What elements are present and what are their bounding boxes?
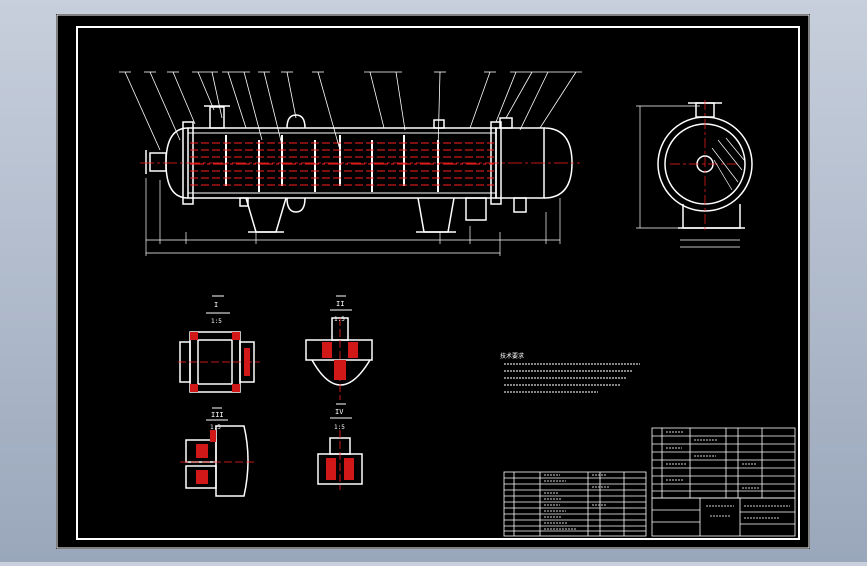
- detail-III-scale: 1:5: [210, 424, 221, 431]
- technical-notes-title: 技术要求: [500, 352, 524, 360]
- outer-border: [56, 14, 810, 549]
- top-nozzle-1: [209, 106, 225, 129]
- detail-III: [180, 407, 256, 497]
- parts-list-lower-text: [544, 474, 610, 530]
- inner-border: [76, 26, 800, 540]
- detail-IV-hatch: [326, 458, 354, 480]
- detail-III-mark: III: [211, 411, 224, 419]
- detail-IV-mark: IV: [335, 408, 344, 416]
- detail-I-mark: I: [214, 301, 218, 309]
- end-view-dims: [636, 105, 740, 248]
- part-leaders: [124, 71, 577, 151]
- detail-II-scale: 1:5: [334, 316, 345, 323]
- title-block: [651, 497, 796, 537]
- detail-IV-scale: 1:5: [334, 424, 345, 431]
- detail-IV: [317, 403, 363, 490]
- parts-list-upper: [651, 427, 796, 499]
- end-view: [657, 100, 753, 232]
- detail-I-scale: 1:5: [211, 318, 222, 325]
- heat-exchanger-elevation: [145, 105, 573, 233]
- detail-I-hatch: [190, 332, 250, 392]
- tube-bundle: [190, 142, 494, 186]
- end-view-tube-hatch: [711, 137, 745, 191]
- parts-list-lower: [503, 471, 647, 537]
- dimension-lines: [145, 178, 561, 256]
- title-block-text: [666, 431, 790, 519]
- left-nozzle: [149, 152, 167, 172]
- detail-II-hatch: [322, 342, 358, 380]
- technical-notes-lines: [504, 363, 640, 393]
- detail-III-hatch: [196, 430, 216, 484]
- bottom-nozzle-1: [286, 197, 306, 213]
- detail-I: [178, 295, 260, 393]
- drawing-sheet: [56, 14, 810, 549]
- detail-II-mark: II: [336, 300, 344, 308]
- top-nozzle-2: [286, 114, 306, 129]
